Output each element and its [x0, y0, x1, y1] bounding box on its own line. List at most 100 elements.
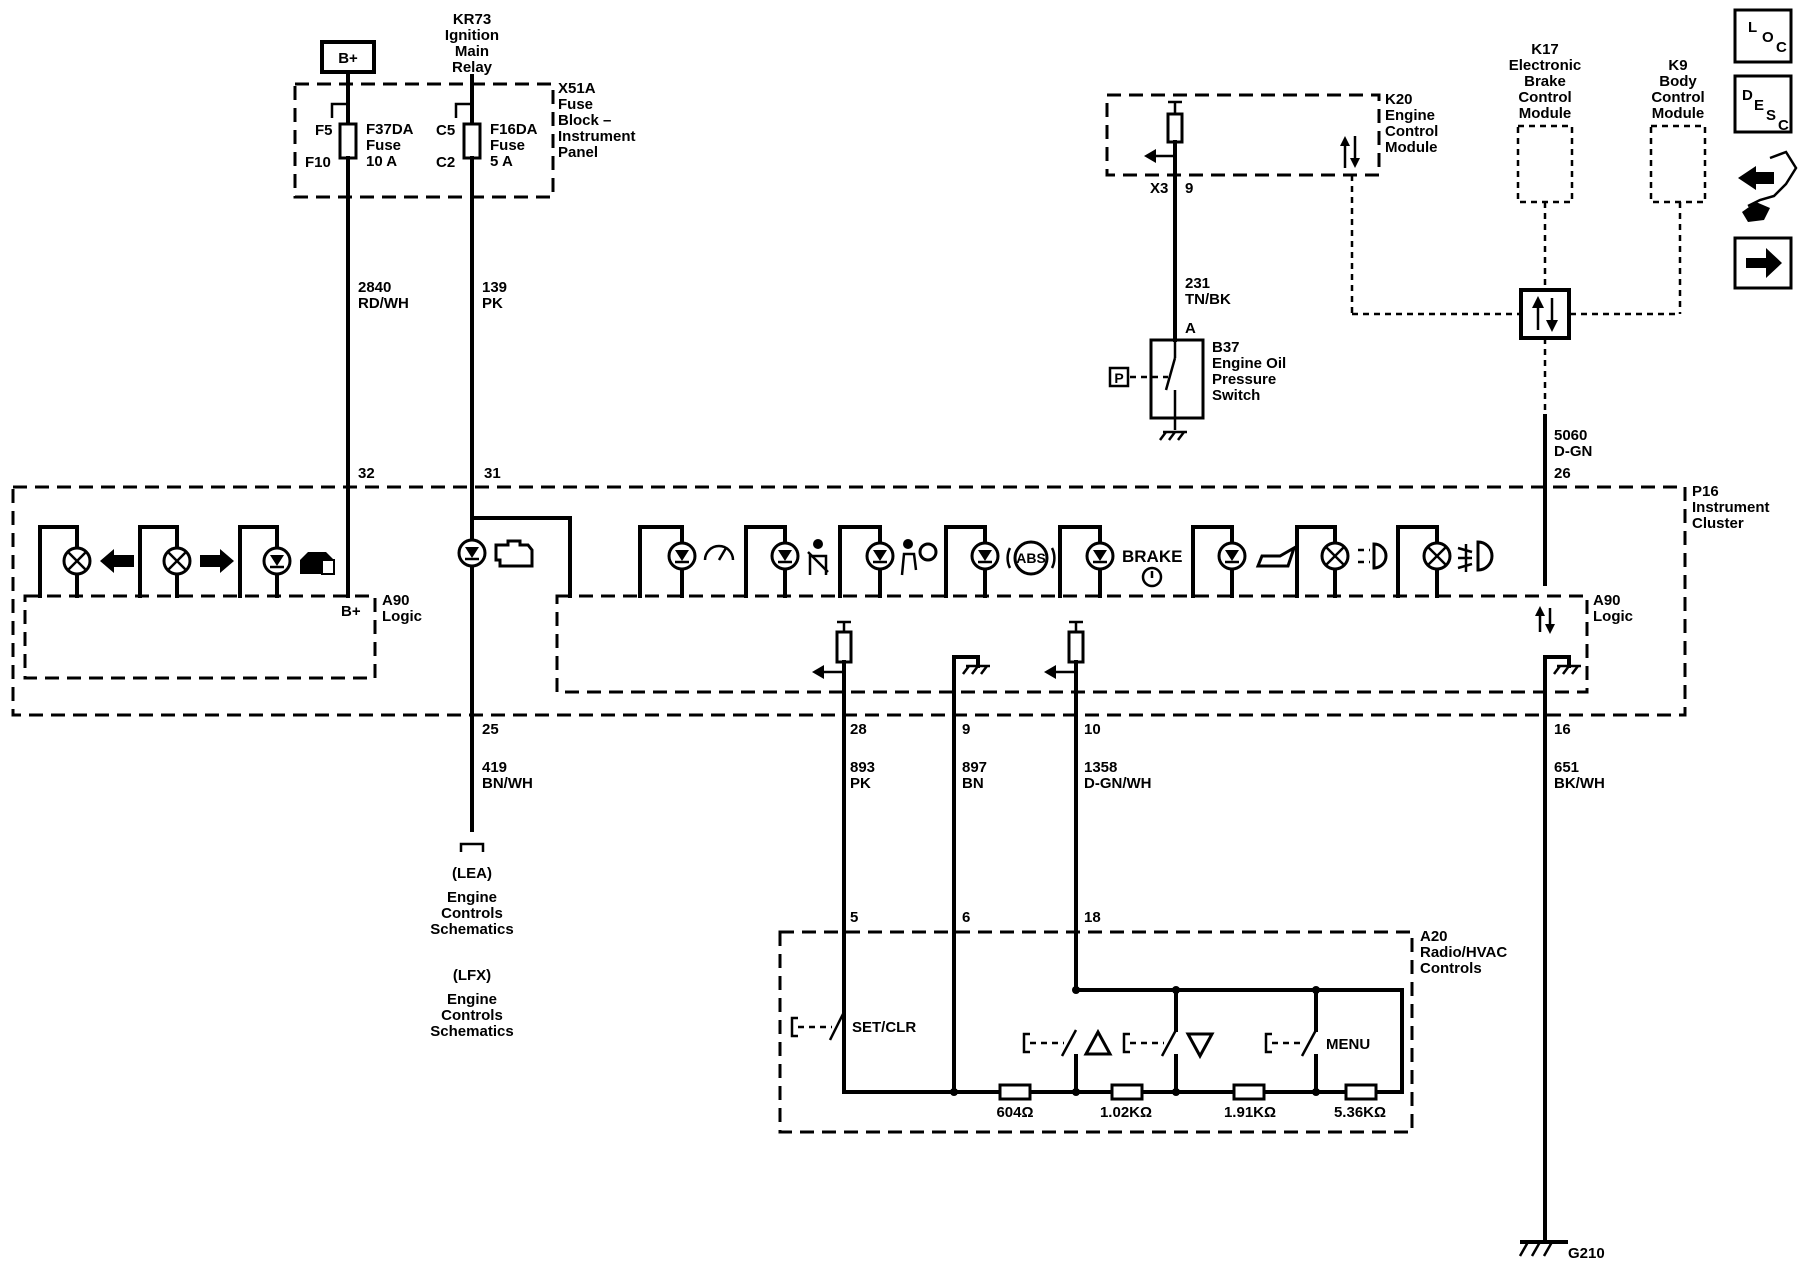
svg-text:TN/BK: TN/BK — [1185, 291, 1231, 308]
svg-text:5: 5 — [850, 909, 858, 926]
svg-text:C: C — [1776, 39, 1787, 56]
svg-text:Control: Control — [1518, 89, 1571, 106]
svg-text:Schematics: Schematics — [430, 921, 513, 938]
resistor-3: 1.91KΩ — [1224, 1083, 1276, 1121]
airbag-icon — [903, 539, 913, 549]
desc-nav-button[interactable]: D E S C — [1733, 74, 1793, 134]
resistor-2: 1.02KΩ — [1100, 1083, 1152, 1121]
high-beam-indicator — [1320, 541, 1388, 571]
next-arrow-button[interactable] — [1733, 236, 1793, 290]
svg-text:Control: Control — [1385, 123, 1438, 140]
radio-hvac-label: A20 Radio/HVAC Controls — [1420, 928, 1507, 977]
right-turn-indicator — [162, 546, 234, 576]
fuse-block-label: X51A Fuse Block – Instrument Panel — [558, 80, 636, 161]
svg-text:BK/WH: BK/WH — [1554, 775, 1605, 792]
wire-2840-color: RD/WH — [358, 295, 409, 312]
logic-pullup-28 — [812, 620, 853, 1094]
svg-text:MENU: MENU — [1326, 1036, 1370, 1053]
engine-icon — [494, 539, 534, 568]
bcm-outline — [1649, 124, 1707, 204]
svg-text:F37DA: F37DA — [366, 121, 414, 138]
svg-text:Fuse: Fuse — [490, 137, 525, 154]
resistor-4: 5.36KΩ — [1334, 1083, 1386, 1121]
svg-text:Radio/HVAC: Radio/HVAC — [1420, 944, 1507, 961]
svg-text:(LEA): (LEA) — [452, 865, 492, 882]
brake-indicator: BRAKE — [1085, 541, 1182, 588]
svg-text:Instrument: Instrument — [1692, 499, 1770, 516]
svg-text:F10: F10 — [305, 154, 331, 171]
svg-text:K20: K20 — [1385, 91, 1413, 108]
svg-text:18: 18 — [1084, 909, 1101, 926]
svg-text:SET/CLR: SET/CLR — [852, 1019, 916, 1036]
cluster-label: P16 Instrument Cluster — [1692, 483, 1770, 532]
svg-text:K17: K17 — [1531, 41, 1559, 58]
relay-label: KR73 Ignition Main Relay — [445, 11, 499, 76]
svg-text:P: P — [1114, 370, 1123, 386]
fuse-f16da: C5 C2 F16DA Fuse 5 A — [436, 82, 538, 199]
loc-nav-button[interactable]: L O C — [1733, 8, 1793, 64]
svg-text:X3: X3 — [1150, 180, 1168, 197]
svg-text:C5: C5 — [436, 122, 455, 139]
svg-text:25: 25 — [482, 721, 499, 738]
seatbelt-icon — [813, 539, 823, 549]
oil-can-icon — [1255, 544, 1297, 568]
svg-text:5 A: 5 A — [490, 153, 513, 170]
logic-pullup-10 — [1044, 620, 1085, 992]
svg-text:26: 26 — [1554, 465, 1571, 482]
svg-text:C: C — [1778, 117, 1789, 134]
svg-text:6: 6 — [962, 909, 970, 926]
right-arrow-icon — [200, 549, 234, 573]
oil-switch-box — [1149, 338, 1205, 420]
svg-text:897: 897 — [962, 759, 987, 776]
serial-data-bus — [1350, 175, 1682, 416]
svg-text:10 A: 10 A — [366, 153, 397, 170]
battery-label: B+ — [338, 50, 358, 67]
svg-text:1.91KΩ: 1.91KΩ — [1224, 1104, 1276, 1121]
svg-text:28: 28 — [850, 721, 867, 738]
set-clr-switch: SET/CLR — [790, 1011, 916, 1041]
svg-text:D-GN/WH: D-GN/WH — [1084, 775, 1152, 792]
svg-text:Engine Oil: Engine Oil — [1212, 355, 1286, 372]
svg-text:Module: Module — [1519, 105, 1572, 122]
svg-text:Logic: Logic — [382, 608, 422, 625]
brake-warning-icon — [1141, 566, 1163, 588]
svg-text:X51A: X51A — [558, 80, 596, 97]
svg-text:O: O — [1762, 29, 1774, 46]
speedometer-icon — [703, 544, 735, 561]
abs-indicator: ABS — [970, 540, 1056, 576]
svg-text:A: A — [1185, 320, 1196, 337]
svg-text:Electronic: Electronic — [1509, 57, 1582, 74]
svg-text:Cluster: Cluster — [1692, 515, 1744, 532]
svg-text:A90: A90 — [1593, 592, 1621, 609]
ecm-serial-arrows — [1340, 136, 1360, 168]
svg-text:D-GN: D-GN — [1554, 443, 1592, 460]
svg-text:(LFX): (LFX) — [453, 967, 491, 984]
svg-text:F16DA: F16DA — [490, 121, 538, 138]
connector-end-view-icon[interactable] — [1738, 150, 1798, 222]
svg-text:Fuse: Fuse — [366, 137, 401, 154]
svg-text:Instrument: Instrument — [558, 128, 636, 145]
ecm-outline — [1105, 93, 1381, 177]
fuse-block-outline — [293, 82, 555, 199]
svg-text:Pressure: Pressure — [1212, 371, 1276, 388]
svg-text:Module: Module — [1385, 139, 1438, 156]
svg-text:C2: C2 — [436, 154, 455, 171]
seatbelt-indicator — [770, 539, 829, 575]
svg-text:Control: Control — [1651, 89, 1704, 106]
up-triangle-icon — [1083, 1028, 1113, 1056]
logic-left-outline — [23, 594, 377, 680]
svg-text:419: 419 — [482, 759, 507, 776]
svg-text:651: 651 — [1554, 759, 1579, 776]
svg-text:KR73: KR73 — [453, 11, 491, 28]
down-switch — [1122, 988, 1215, 1094]
svg-text:Body: Body — [1659, 73, 1697, 90]
svg-text:5060: 5060 — [1554, 427, 1587, 444]
svg-text:B37: B37 — [1212, 339, 1240, 356]
cruise-indicator — [667, 541, 735, 571]
svg-text:Relay: Relay — [452, 59, 493, 76]
svg-text:F5: F5 — [315, 122, 333, 139]
svg-text:1.02KΩ: 1.02KΩ — [1100, 1104, 1152, 1121]
fuse-f37da: F5 F10 F37DA Fuse 10 A — [305, 82, 414, 199]
